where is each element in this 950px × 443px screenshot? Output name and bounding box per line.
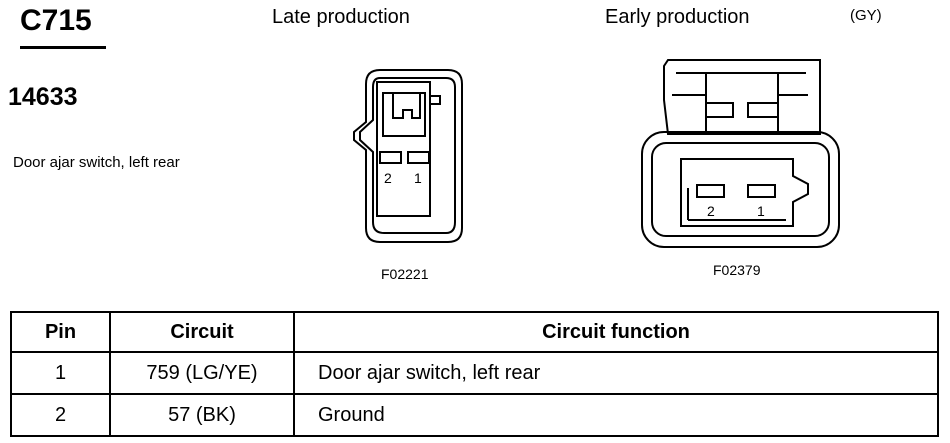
connector-id: C715 <box>20 4 92 37</box>
header-circuit: Circuit <box>109 311 295 353</box>
circuit-cell: 57 (BK) <box>109 393 295 437</box>
late-production-title: Late production <box>272 6 410 28</box>
late-figure-id: F02221 <box>381 266 429 282</box>
header-pin: Pin <box>10 311 111 353</box>
part-number: 14633 <box>8 83 78 111</box>
function-cell: Ground <box>293 393 939 437</box>
early-pin-1-terminal <box>747 184 776 198</box>
late-connector-face <box>353 69 463 243</box>
connector-description: Door ajar switch, left rear <box>13 154 180 171</box>
table-header-row: Pin Circuit Circuit function <box>10 311 939 353</box>
connector-id-underline <box>20 46 106 49</box>
header-circuit-function: Circuit function <box>293 311 939 353</box>
pin-table: Pin Circuit Circuit function 1 759 (LG/Y… <box>10 311 939 437</box>
early-pin-2-label: 2 <box>707 203 715 219</box>
early-connector-face <box>641 59 840 248</box>
pin-cell: 1 <box>10 351 111 395</box>
early-pin-1-label: 1 <box>757 203 765 219</box>
late-pin-2-terminal <box>379 151 402 164</box>
connector-color-note: (GY) <box>850 7 882 24</box>
late-pin-1-terminal <box>407 151 430 164</box>
early-figure-id: F02379 <box>713 262 761 278</box>
early-production-title: Early production <box>605 6 750 28</box>
late-pin-2-label: 2 <box>384 170 392 186</box>
pin-cell: 2 <box>10 393 111 437</box>
circuit-cell: 759 (LG/YE) <box>109 351 295 395</box>
early-pin-2-terminal <box>696 184 725 198</box>
table-row: 1 759 (LG/YE) Door ajar switch, left rea… <box>10 351 939 395</box>
function-cell: Door ajar switch, left rear <box>293 351 939 395</box>
table-row: 2 57 (BK) Ground <box>10 393 939 437</box>
late-pin-1-label: 1 <box>414 170 422 186</box>
